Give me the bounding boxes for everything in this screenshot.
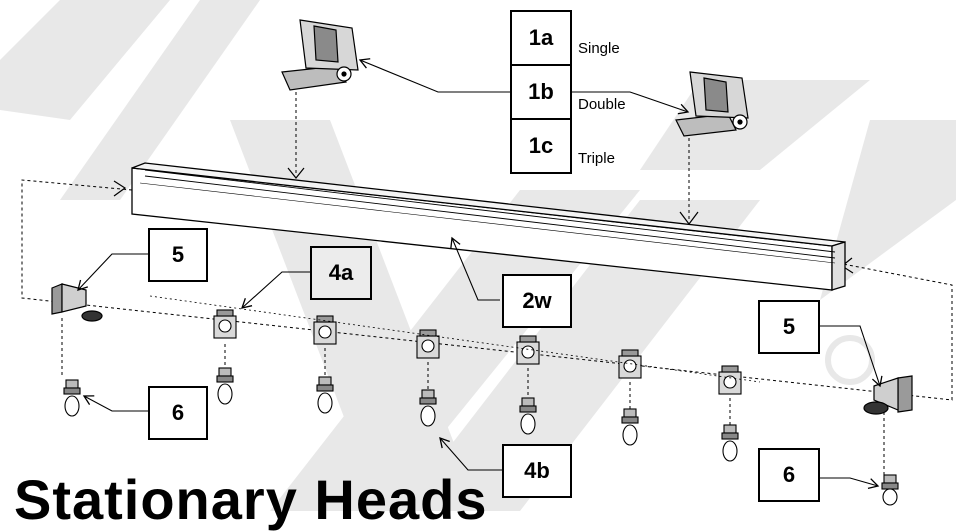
end-stop-left — [51, 283, 103, 322]
hook-4b-1 — [216, 367, 234, 405]
hook-4b-3 — [419, 389, 437, 427]
leader-lines — [77, 58, 883, 489]
hook-4b-6 — [721, 424, 739, 462]
watermark-logo — [0, 0, 956, 511]
callout-4b: 4b — [502, 444, 572, 498]
callout-6-right: 6 — [758, 448, 820, 502]
carrier-head-double — [675, 71, 749, 137]
hook-6-right — [881, 474, 899, 506]
diagram-canvas — [0, 0, 956, 511]
note-triple: Triple — [578, 150, 615, 167]
glider-4a-3 — [416, 329, 440, 359]
note-single: Single — [578, 40, 620, 57]
hook-4b-2 — [316, 376, 334, 414]
callout-2w: 2w — [502, 274, 572, 328]
callout-5-right: 5 — [758, 300, 820, 354]
hook-row — [63, 367, 899, 506]
callout-6-left: 6 — [148, 386, 208, 440]
glider-row — [213, 309, 742, 395]
page-heading: Stationary Heads — [14, 468, 488, 531]
carrier-head-single — [281, 19, 359, 91]
glider-4a-5 — [618, 349, 642, 379]
rail-profile — [131, 162, 846, 291]
end-stop-right — [863, 375, 913, 415]
callout-4a: 4a — [310, 246, 372, 300]
note-double: Double — [578, 96, 626, 113]
glider-4a-2 — [313, 315, 337, 345]
callout-5-left: 5 — [148, 228, 208, 282]
callout-1b: 1b — [510, 64, 572, 120]
callout-1a: 1a — [510, 10, 572, 66]
hook-6-left — [63, 379, 81, 417]
hook-4b-4 — [519, 397, 537, 435]
glider-4a-6 — [718, 365, 742, 395]
hook-4b-5 — [621, 408, 639, 446]
glider-4a-1 — [213, 309, 237, 339]
assembly-guide-lines — [21, 92, 953, 475]
callout-1c: 1c — [510, 118, 572, 174]
glider-4a-4 — [516, 335, 540, 365]
